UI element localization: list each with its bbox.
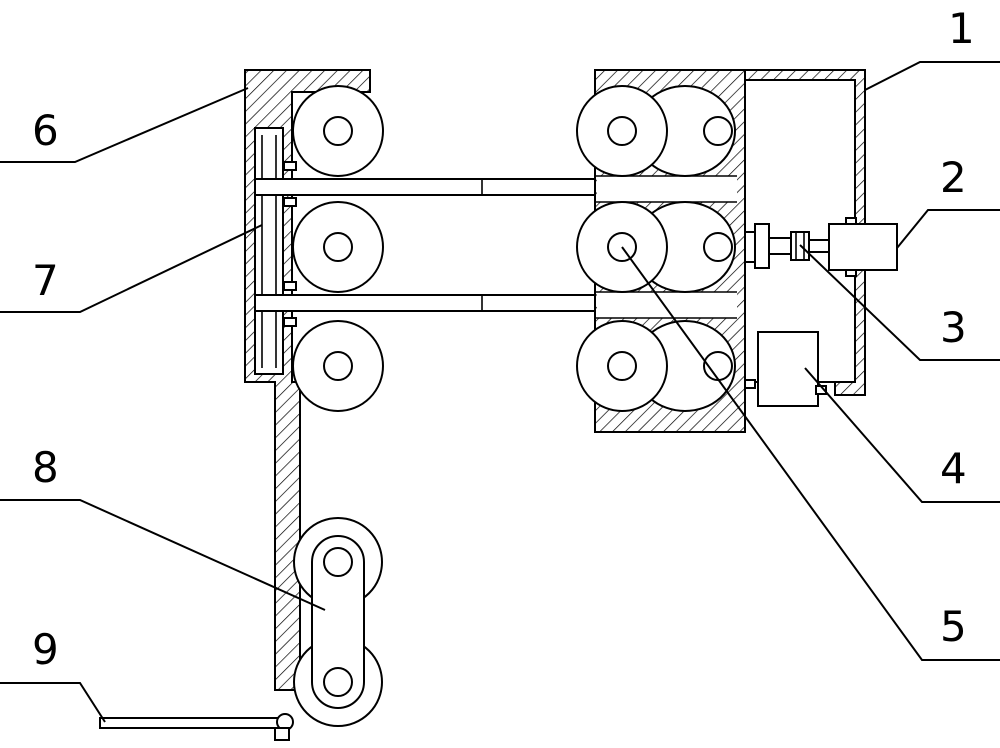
label-4: 4: [940, 444, 967, 493]
label-7: 7: [32, 256, 59, 305]
right-wheels: [576, 85, 736, 412]
label-9: 9: [32, 625, 59, 674]
label-8: 8: [32, 443, 59, 492]
label-1: 1: [948, 4, 975, 53]
motor: [828, 223, 898, 271]
link-plate: [311, 535, 365, 709]
motor-assembly: [744, 217, 898, 277]
lower-carriage: [293, 517, 383, 727]
chain-housing: [254, 127, 284, 375]
foot-bar: [99, 713, 294, 741]
left-wheels: [292, 85, 384, 412]
label-6: 6: [32, 106, 59, 155]
label-2: 2: [940, 153, 967, 202]
gearbox: [744, 331, 827, 407]
label-5: 5: [940, 602, 967, 651]
label-3: 3: [940, 303, 967, 352]
leader-lines: [0, 61, 1000, 723]
labels: 1 2 3 4 5 6 7 8 9: [32, 4, 975, 674]
